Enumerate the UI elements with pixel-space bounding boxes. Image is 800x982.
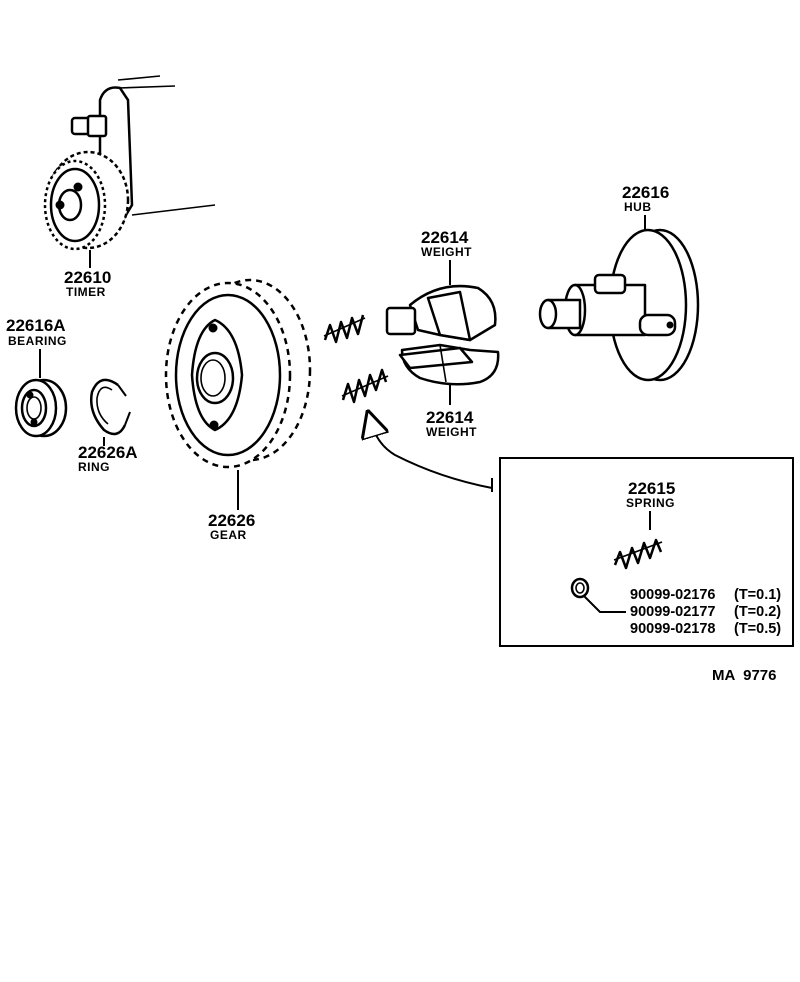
gear-illustration <box>164 278 312 510</box>
shim-3-thickness: (T=0.5) <box>734 621 781 637</box>
weight-assembly-illustration <box>385 284 500 386</box>
shim-illustration <box>570 577 626 613</box>
spring-upper-illustration <box>323 314 366 344</box>
ring-illustration <box>90 378 131 446</box>
shim-1-part-number: 90099-02176 <box>630 587 715 603</box>
spring-lower-illustration <box>341 368 389 404</box>
timer-part-name: TIMER <box>66 285 106 299</box>
diagram-code: MA 9776 <box>712 667 776 684</box>
bearing-part-name: BEARING <box>8 334 67 348</box>
inset-spring-illustration <box>613 538 663 570</box>
hub-part-number: 22616 <box>622 183 669 202</box>
shim-2-thickness: (T=0.2) <box>734 604 781 620</box>
timer-illustration <box>43 75 216 268</box>
timer-part-number: 22610 <box>64 268 111 287</box>
weight-lower-part-name: WEIGHT <box>426 425 477 439</box>
gear-part-name: GEAR <box>210 528 247 542</box>
bearing-part-number: 22616A <box>6 316 66 335</box>
hub-part-name: HUB <box>624 200 652 214</box>
weight-upper-part-name: WEIGHT <box>421 245 472 259</box>
weight-upper-part-number: 22614 <box>421 228 469 247</box>
shim-3-part-number: 90099-02178 <box>630 621 715 637</box>
shim-1-thickness: (T=0.1) <box>734 587 781 603</box>
hub-illustration <box>538 228 700 382</box>
shim-2-part-number: 90099-02177 <box>630 604 715 620</box>
inset-callout-arrow <box>372 425 493 489</box>
bearing-illustration <box>14 378 68 438</box>
inset-spring-part-number: 22615 <box>628 479 675 498</box>
ring-part-number: 22626A <box>78 443 138 462</box>
ring-part-name: RING <box>78 460 110 474</box>
inset-spring-part-name: SPRING <box>626 496 675 510</box>
gear-part-number: 22626 <box>208 511 255 530</box>
weight-lower-part-number: 22614 <box>426 408 474 427</box>
